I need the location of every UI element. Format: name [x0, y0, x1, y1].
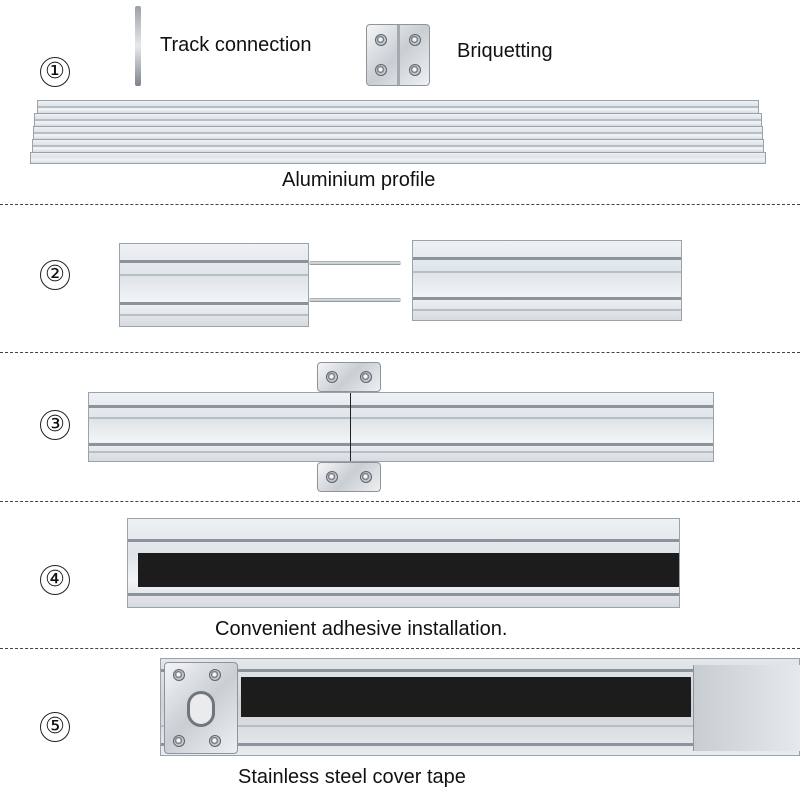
connector-plate-icon	[317, 362, 381, 392]
profile-groove	[413, 309, 681, 311]
step-number-5: ⑤	[40, 712, 70, 742]
track-connection-label: Track connection	[160, 34, 312, 56]
profile-groove	[161, 743, 799, 746]
cover-tape-strip	[241, 677, 691, 717]
end-clamp-plate-icon	[164, 662, 238, 754]
aluminium-profile-icon	[30, 152, 766, 164]
connector-plate-icon	[317, 462, 381, 492]
profile-groove	[161, 725, 799, 727]
aluminium-profile-icon	[33, 126, 763, 140]
aluminium-profile-icon	[34, 113, 762, 127]
profile-groove	[34, 132, 762, 134]
screw-icon	[409, 64, 421, 76]
screw-icon	[209, 669, 221, 681]
right-profile-segment	[412, 240, 682, 321]
profile-groove	[413, 271, 681, 273]
aluminium-profile-icon	[32, 139, 764, 153]
adhesive-installation-label: Convenient adhesive installation.	[215, 618, 508, 640]
profile-groove	[89, 451, 713, 453]
screw-icon	[375, 64, 387, 76]
profile-groove	[120, 314, 308, 316]
joined-profile	[88, 392, 714, 462]
briquetting-label: Briquetting	[457, 40, 553, 62]
left-profile-segment	[119, 243, 309, 327]
step-number-2: ②	[40, 260, 70, 290]
joint-line	[350, 393, 351, 461]
section-divider	[0, 501, 800, 502]
section-divider	[0, 204, 800, 205]
screw-icon	[409, 34, 421, 46]
track-rod-icon	[135, 6, 141, 86]
screw-icon	[209, 735, 221, 747]
profile-groove	[413, 297, 681, 300]
aluminium-profile-label: Aluminium profile	[282, 169, 436, 191]
slot-icon	[187, 691, 215, 727]
profile-with-adhesive	[127, 518, 680, 608]
plate-hinge-line	[397, 25, 400, 85]
screw-icon	[375, 34, 387, 46]
screw-icon	[326, 371, 338, 383]
connection-rod-top	[309, 261, 401, 265]
profile-groove	[128, 593, 679, 596]
step-number-4: ④	[40, 565, 70, 595]
profile-groove	[89, 443, 713, 446]
connection-rod-bottom	[309, 298, 401, 302]
profile-end-cap-view	[160, 658, 800, 756]
step-number-3: ③	[40, 410, 70, 440]
profile-groove	[120, 260, 308, 263]
screw-icon	[360, 471, 372, 483]
profile-groove	[161, 669, 799, 672]
briquetting-plate-icon	[366, 24, 430, 86]
cover-tape-label: Stainless steel cover tape	[238, 766, 466, 788]
profile-groove	[35, 119, 761, 121]
profile-groove	[38, 106, 758, 108]
profile-groove	[120, 274, 308, 276]
screw-icon	[360, 371, 372, 383]
screw-icon	[173, 735, 185, 747]
screw-icon	[173, 669, 185, 681]
profile-groove	[89, 417, 713, 419]
section-divider	[0, 352, 800, 353]
profile-groove	[128, 539, 679, 542]
aluminium-profile-icon	[37, 100, 759, 114]
adhesive-strip	[138, 553, 679, 587]
profile-groove	[89, 405, 713, 408]
profile-groove	[413, 257, 681, 260]
step-number-1: ①	[40, 57, 70, 87]
section-divider	[0, 648, 800, 649]
profile-end-section	[693, 665, 800, 751]
profile-groove	[33, 145, 763, 147]
screw-icon	[326, 471, 338, 483]
profile-groove	[120, 302, 308, 305]
